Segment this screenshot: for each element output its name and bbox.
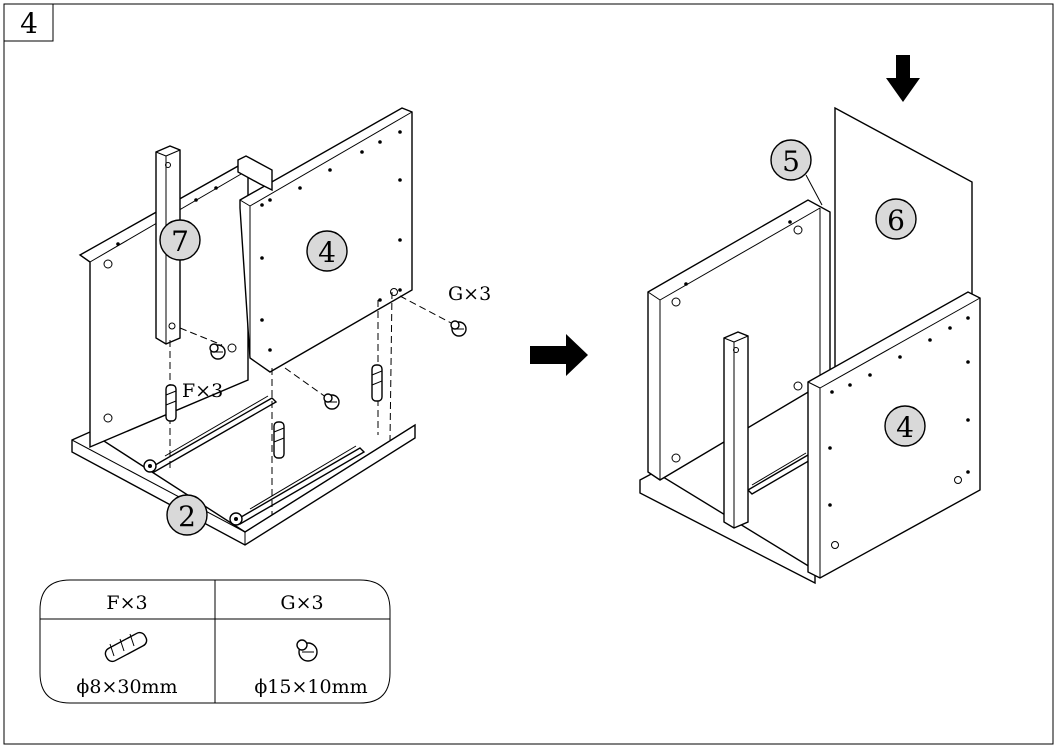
callout-part-4-left: 4: [306, 230, 348, 272]
hardware-g-header: G×3: [280, 592, 323, 614]
svg-text:2: 2: [178, 500, 196, 533]
svg-text:6: 6: [887, 204, 905, 237]
svg-text:4: 4: [318, 236, 336, 269]
hardware-item-f: F×3 ϕ8×30mm: [39, 579, 216, 704]
wood-dowel-1: [165, 384, 177, 422]
svg-text:5: 5: [782, 145, 800, 178]
left-assembly: 7 4 2 G×3 F×3: [71, 107, 491, 546]
right-arrow-icon: [530, 334, 588, 376]
back-panel-part-6: [834, 106, 973, 374]
back-strip: [237, 155, 273, 192]
right-assembly: 5 6 4: [639, 55, 981, 585]
g-count-label: G×3: [448, 283, 491, 305]
wood-dowel-2: [273, 421, 285, 459]
step-number: 4: [20, 7, 38, 40]
callout-part-7: 7: [159, 219, 201, 261]
svg-text:4: 4: [896, 411, 914, 444]
hardware-g-size: ϕ15×10mm: [254, 676, 367, 698]
cam-lock-bottom-2: [229, 512, 243, 526]
cam-lock-1: [209, 343, 226, 360]
vertical-post-right: [723, 331, 749, 529]
drawer-rail-right-assembly: [746, 452, 814, 495]
callout-part-6: 6: [875, 198, 917, 240]
f-count-label: F×3: [182, 380, 223, 402]
drawer-rail-right: [234, 445, 366, 525]
callout-part-2: 2: [166, 494, 208, 536]
cam-lock-icon: [296, 639, 318, 662]
bottom-panel: [71, 423, 416, 546]
hardware-f-size: ϕ8×30mm: [76, 676, 177, 698]
cam-lock-3: [450, 320, 467, 337]
hardware-f-header: F×3: [106, 592, 147, 614]
wood-dowel-3: [371, 364, 383, 402]
page-frame: [3, 3, 1054, 745]
cam-lock-bottom-1: [143, 459, 157, 473]
hardware-item-g: G×3 ϕ15×10mm: [214, 579, 391, 704]
callout-part-4-right: 4: [884, 405, 926, 447]
svg-text:7: 7: [171, 225, 189, 258]
down-arrow-icon: [886, 55, 920, 102]
callout-part-5: 5: [770, 139, 823, 206]
hardware-table: F×3 ϕ8×30mm G×3 ϕ15×10mm: [39, 579, 391, 704]
step-number-box: 4: [3, 3, 54, 42]
cam-lock-2: [323, 393, 340, 410]
wood-dowel-icon: [104, 631, 148, 663]
